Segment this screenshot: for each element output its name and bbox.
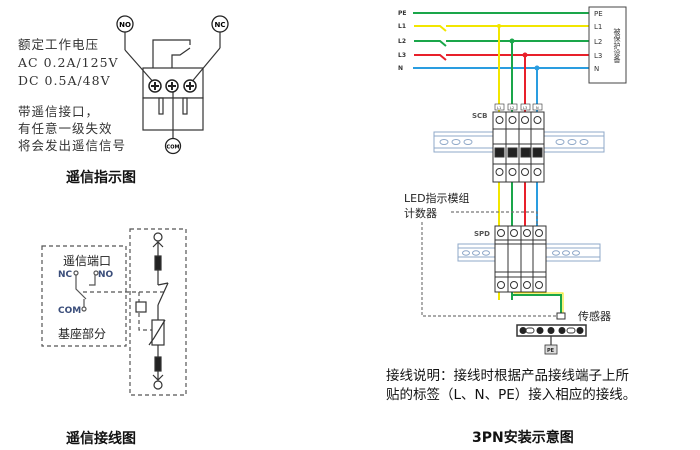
signal-note-line1: 带遥信接口， (18, 104, 100, 119)
dc-rating: DC 0.5A/48V (18, 73, 111, 88)
nc-terminal-badge: NC (211, 15, 229, 33)
junction-dots (497, 24, 540, 71)
sensor-label: 传感器 (578, 310, 611, 323)
ac-rating: AC 0.2A/125V (18, 55, 119, 70)
equipment-label: 被保护设备 (613, 27, 621, 64)
scb-breaker (492, 111, 545, 183)
signal-port-label: 遥信端口 (63, 254, 111, 268)
scb-terminal-tags: L1 L2 L3 N (494, 103, 543, 111)
screw-icon (148, 79, 162, 93)
svg-text:L1: L1 (594, 23, 602, 31)
signal-note-line3: 将会发出遥信信号 (18, 138, 127, 153)
wiring-instructions-line2: 贴的标签（L、N、PE）接入相应的接线。 (386, 387, 637, 403)
screw-icon (183, 79, 197, 93)
svg-text:NO: NO (119, 21, 131, 29)
base-section-label: 基座部分 (58, 326, 106, 341)
led-module-label: LED指示模组 (404, 192, 470, 205)
svg-text:NC: NC (215, 21, 226, 29)
svg-text:L2: L2 (510, 106, 514, 110)
indicator-diagram-caption: 遥信指示图 (66, 170, 136, 186)
install-diagram-caption: 3PN安装示意图 (472, 430, 574, 446)
spd-module-schematic (135, 232, 169, 390)
pe-bar-label: PE (547, 348, 555, 354)
svg-text:L3: L3 (594, 52, 602, 60)
pe-grounding-bar: PE (516, 324, 587, 355)
com-terminal-badge: COM (164, 137, 182, 155)
svg-text:L1: L1 (398, 23, 406, 30)
svg-text:COM: COM (167, 145, 180, 151)
com-label: COM (58, 306, 81, 316)
scb-label: SCB (472, 112, 488, 120)
rated-voltage-title: 额定工作电压 (18, 37, 100, 52)
wiring-instructions-line1: 接线说明：接线时根据产品接线端子上所 (386, 368, 629, 384)
svg-text:L2: L2 (594, 38, 602, 46)
spd-label: SPD (474, 230, 490, 238)
svg-text:N: N (398, 65, 403, 72)
signal-note-line2: 有任意一级失效 (18, 121, 113, 136)
sensor (556, 312, 566, 320)
spd-module (494, 225, 547, 293)
wiring-diagram-caption: 遥信接线图 (66, 431, 136, 447)
svg-text:N: N (536, 106, 539, 110)
no-terminal-badge: NO (116, 15, 134, 33)
relay-switch (73, 270, 99, 312)
line-labels: PE L1 L2 L3 N (398, 10, 407, 72)
sensor-dashed-line (421, 222, 557, 317)
svg-text:L3: L3 (523, 106, 527, 110)
svg-text:L1: L1 (497, 106, 501, 110)
svg-text:N: N (594, 65, 599, 73)
protected-equipment-box: PE L1 L2 L3 N 被保护设备 (588, 6, 627, 84)
signal-dashed-line (451, 211, 538, 225)
svg-text:L3: L3 (398, 52, 406, 59)
svg-text:PE: PE (398, 10, 407, 17)
screw-icon (165, 79, 179, 93)
counter-label: 计数器 (404, 207, 437, 220)
svg-text:PE: PE (594, 10, 603, 18)
no-label: NO (98, 270, 114, 280)
screw-terminals (148, 79, 197, 93)
svg-text:L2: L2 (398, 38, 406, 45)
nc-label: NC (58, 270, 73, 280)
